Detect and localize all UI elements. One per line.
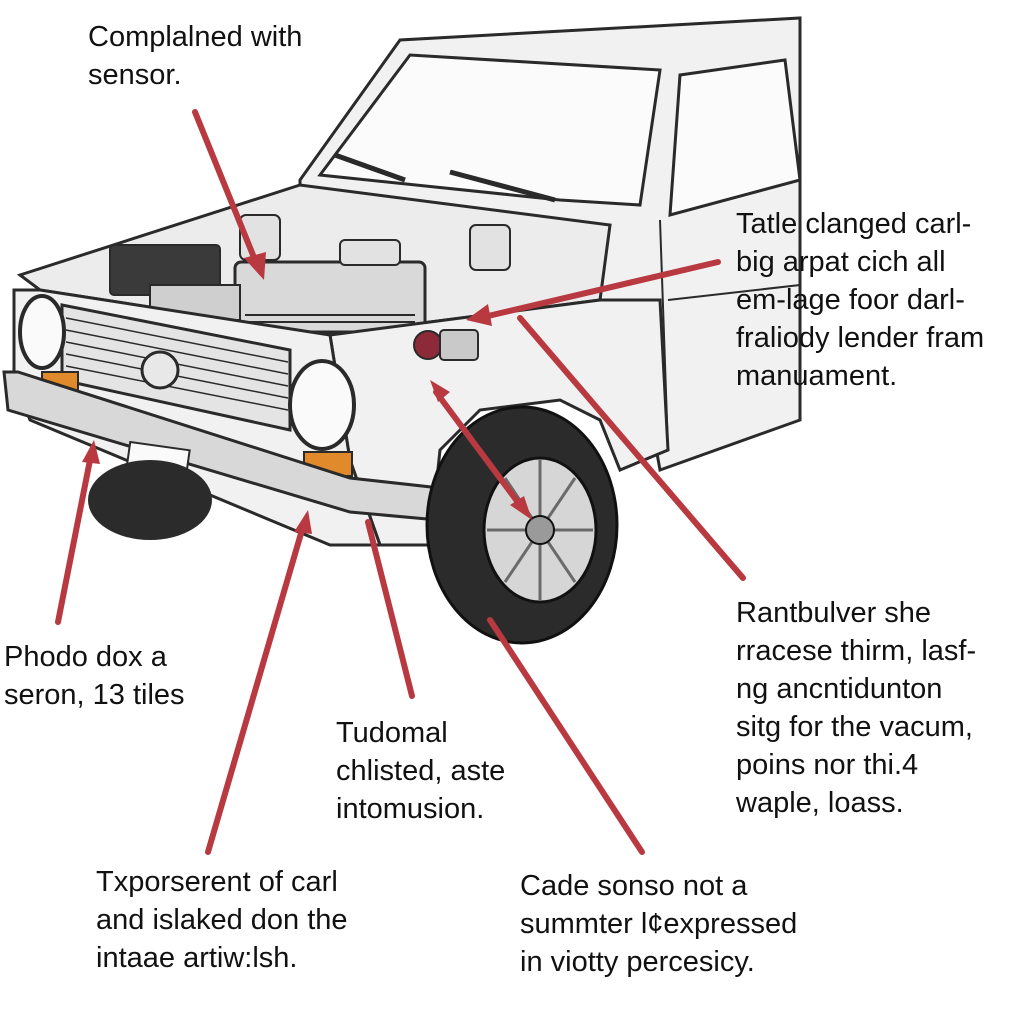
arrow-top-left xyxy=(192,109,266,280)
callout-line: seron, 13 tiles xyxy=(4,679,185,711)
callout-mid-left: Phodo dox a seron, 13 tiles xyxy=(4,638,185,714)
callout-line: Cade sonso not a xyxy=(520,870,748,902)
callout-bottom-left: Txporserent of carl and islaked don the … xyxy=(96,863,348,977)
arrow-top-right xyxy=(466,259,721,326)
callout-line: big arpat cich all xyxy=(736,246,946,278)
arrow-wheel xyxy=(430,380,532,520)
windshield xyxy=(317,53,662,207)
intake-fins xyxy=(245,314,415,323)
callout-line: manuament. xyxy=(736,360,898,392)
callout-line: Txporserent of carl xyxy=(96,866,338,898)
brake-cylinder xyxy=(469,224,511,271)
engine-icon xyxy=(109,214,511,334)
badge-logo xyxy=(140,350,180,390)
callout-line: Phodo dox a xyxy=(4,641,167,673)
headlight-right xyxy=(288,359,356,451)
callout-line: intomusion. xyxy=(336,793,485,825)
hub xyxy=(525,515,555,545)
arrow-mid-center xyxy=(365,519,415,699)
side-window xyxy=(668,58,802,217)
callout-line: poins nor thi.4 xyxy=(736,749,919,781)
callout-line: sensor. xyxy=(88,59,182,91)
callout-line: intaae artiw:lsh. xyxy=(96,942,298,974)
callout-top-right: Tatle clanged carl- big arpat cich all e… xyxy=(736,205,984,395)
callout-line: summter l¢expressed xyxy=(520,908,798,940)
callout-line: Rantbulver she xyxy=(736,597,932,629)
reservoir xyxy=(339,239,401,266)
callout-mid-right: Rantbulver she rracese thirm, lasf- ng a… xyxy=(736,594,976,822)
callout-line: Complalned with xyxy=(88,21,303,53)
callout-line: fraliody lender fram xyxy=(736,322,985,354)
arrow-mid-left xyxy=(55,440,100,625)
arrow-right-long xyxy=(517,315,746,581)
callout-top-left: Complalned with sensor. xyxy=(88,18,302,94)
callout-line: waple, loass. xyxy=(736,787,904,819)
callout-arrows xyxy=(55,109,746,855)
callout-line: in viotty percesicy. xyxy=(520,946,755,978)
callout-line: ng ancntidunton xyxy=(736,673,943,705)
callout-line: chlisted, aste xyxy=(336,755,506,787)
callout-line: em-lage foor darl- xyxy=(736,284,965,316)
wiper-left xyxy=(334,152,406,183)
callout-line: sitg for the vacum, xyxy=(736,711,973,743)
wiper-right xyxy=(449,169,556,203)
callout-line: Tatle clanged carl- xyxy=(736,208,972,240)
rear-tire-hint xyxy=(88,460,212,540)
callout-line: Tudomal xyxy=(336,717,448,749)
arrow-bottom-left xyxy=(205,510,312,855)
callout-line: and islaked don the xyxy=(96,904,348,936)
callout-bottom-center: Cade sonso not a summter l¢expressed in … xyxy=(520,867,797,981)
headlight-left xyxy=(18,294,66,370)
wheel-icon xyxy=(425,405,619,645)
sensor-icon xyxy=(413,329,479,361)
callout-mid-center: Tudomal chlisted, aste intomusion. xyxy=(336,714,505,828)
arrow-bottom-center xyxy=(487,617,645,855)
callout-line: rracese thirm, lasf- xyxy=(736,635,977,667)
